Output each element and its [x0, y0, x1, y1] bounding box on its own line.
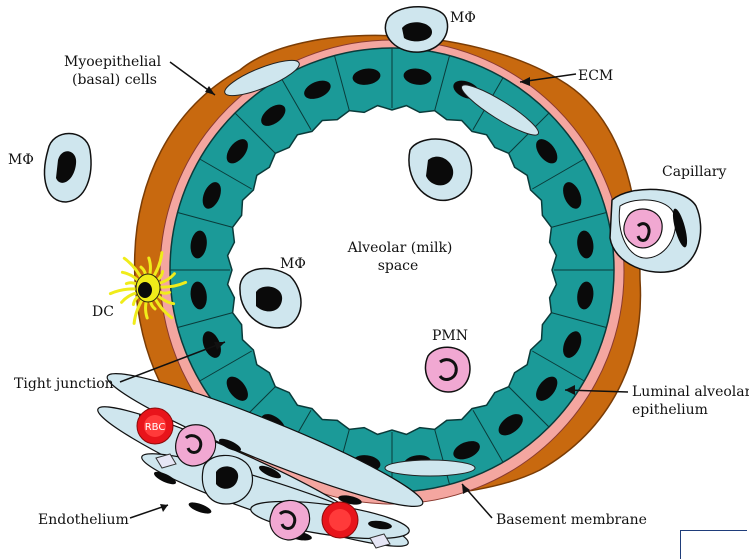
- label-macrophage-center: MΦ: [280, 256, 306, 272]
- label-macrophage-left: MΦ: [8, 152, 34, 168]
- label-alveolar-2: space: [378, 258, 419, 274]
- rbc-cell: RBC: [137, 408, 173, 444]
- label-myoepithelial-2: (basal) cells: [72, 72, 157, 88]
- label-luminal-1: Luminal alveolar: [632, 384, 749, 400]
- label-pmn: PMN: [432, 328, 468, 344]
- label-dc: DC: [92, 304, 114, 320]
- capillary-vessel: [610, 189, 701, 272]
- rbc-label: RBC: [145, 422, 166, 433]
- label-endothelium: Endothelium: [38, 512, 129, 528]
- label-luminal-2: epithelium: [632, 402, 708, 418]
- label-ecm: ECM: [578, 68, 613, 84]
- corner-frame: [680, 530, 747, 559]
- macrophage-top: [385, 7, 447, 52]
- label-alveolar-1: Alveolar (milk): [347, 240, 453, 256]
- macrophage-left: [45, 134, 91, 203]
- label-myoepithelial-1: Myoepithelial: [64, 54, 162, 70]
- label-basement-membrane: Basement membrane: [496, 512, 647, 528]
- label-capillary: Capillary: [662, 164, 726, 180]
- rbc-cell-2: [322, 502, 358, 538]
- label-tight-junction: Tight junction: [14, 376, 114, 392]
- neutrophil-pmn: [425, 347, 470, 392]
- label-macrophage-top: MΦ: [450, 10, 476, 26]
